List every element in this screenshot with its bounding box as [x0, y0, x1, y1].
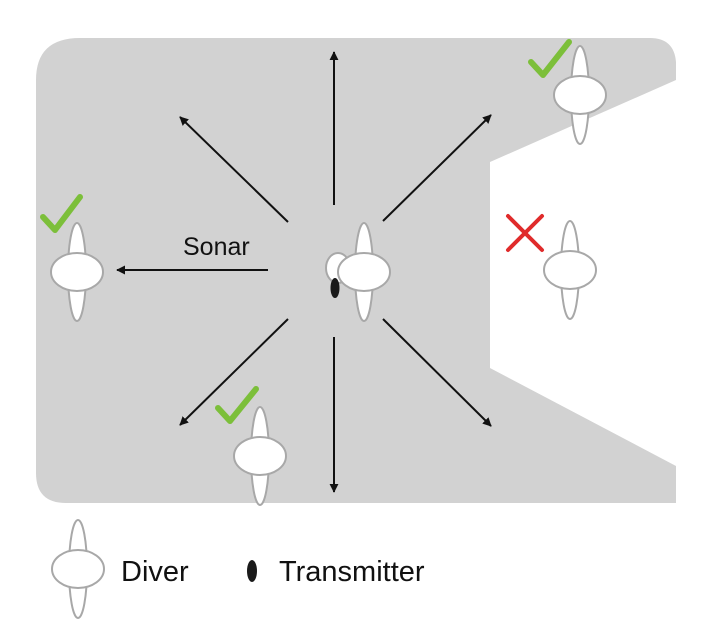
diver-top-right: [528, 39, 607, 145]
sonar-label: Sonar: [183, 233, 250, 261]
legend-transmitter-icon: [247, 560, 257, 582]
arrow-down-right: [382, 318, 492, 427]
cross-icon: [506, 214, 544, 252]
check-icon: [215, 386, 259, 424]
legend-diver-icon: [51, 519, 105, 619]
diver-undetected: [506, 214, 597, 320]
check-icon: [528, 39, 572, 78]
legend-transmitter-label: Transmitter: [279, 556, 425, 588]
sonar-source-diver: [325, 222, 391, 322]
sonar-arrows: [116, 51, 492, 493]
arrow-up-left: [179, 116, 289, 223]
diver-left: [40, 194, 104, 322]
legend-diver-label: Diver: [121, 556, 189, 588]
transmitter-marker: [330, 278, 340, 298]
legend: Diver Transmitter: [51, 519, 425, 619]
diver-bottom: [215, 386, 287, 506]
arrow-down-left: [179, 318, 289, 426]
arrow-up-right: [382, 114, 492, 222]
check-icon: [40, 194, 83, 233]
